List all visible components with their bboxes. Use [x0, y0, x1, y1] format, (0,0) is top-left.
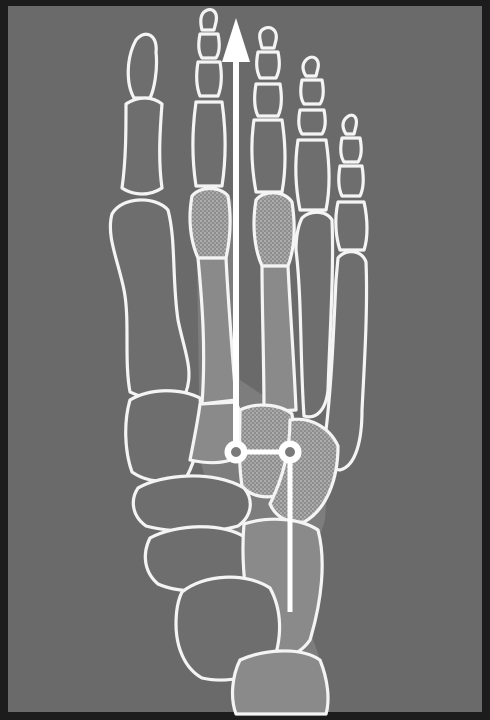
fifth-distal-phalanx	[343, 115, 356, 134]
fourth-distal-phalanx	[303, 57, 318, 76]
fourth-middle-phalanx-2	[299, 110, 326, 134]
hallux-distal-phalanx	[128, 34, 156, 98]
second-proximal-phalanx	[193, 102, 225, 186]
fifth-middle-phalanx-1	[341, 138, 362, 162]
fourth-metatarsal	[296, 212, 333, 417]
third-middle-phalanx-1	[257, 52, 280, 78]
fourth-proximal-phalanx	[296, 140, 329, 210]
second-distal-phalanx	[201, 10, 217, 30]
pivot-point-center	[231, 447, 241, 457]
second-metatarsal-head	[190, 189, 230, 259]
third-proximal-phalanx	[252, 120, 285, 192]
third-metatarsal-head	[254, 193, 294, 266]
navicular	[133, 476, 250, 531]
fifth-proximal-phalanx	[336, 202, 367, 250]
third-distal-phalanx	[260, 28, 277, 48]
second-middle-phalanx-2	[197, 62, 222, 96]
pivot-point-center-2	[285, 447, 295, 457]
fifth-middle-phalanx-2	[339, 166, 364, 196]
fourth-middle-phalanx-1	[301, 80, 324, 104]
second-middle-phalanx-1	[199, 34, 220, 58]
third-middle-phalanx-2	[255, 84, 282, 116]
hallux-proximal-phalanx	[122, 98, 162, 194]
calcaneus-body	[233, 651, 328, 714]
medial-cuneiform	[126, 391, 201, 482]
